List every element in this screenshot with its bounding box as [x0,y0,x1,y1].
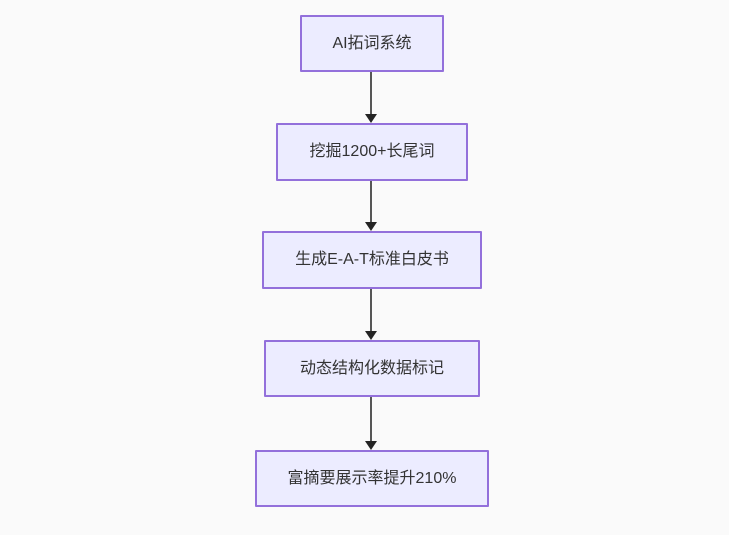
node-label: 富摘要展示率提升210% [287,469,457,487]
arrow-head-icon [365,441,377,450]
arrow-head-icon [365,331,377,340]
arrow-line [370,289,372,332]
node-label: 挖掘1200+长尾词 [309,143,435,161]
flow-arrow-3 [365,289,377,340]
flow-arrow-4 [365,397,377,450]
flow-arrow-2 [365,181,377,231]
flow-node-ai-keyword-system: AI拓词系统 [300,15,444,72]
flow-node-eat-whitepaper: 生成E-A-T标准白皮书 [262,231,482,289]
node-label: AI拓词系统 [332,34,412,52]
arrow-head-icon [365,114,377,123]
arrow-line [370,397,372,442]
arrow-line [370,181,372,223]
arrow-line [370,72,372,115]
arrow-head-icon [365,222,377,231]
flow-node-structured-data-markup: 动态结构化数据标记 [264,340,480,397]
flow-node-longtail-mining: 挖掘1200+长尾词 [276,123,468,181]
flow-node-rich-snippet-result: 富摘要展示率提升210% [255,450,489,507]
flow-arrow-1 [365,72,377,123]
node-label: 生成E-A-T标准白皮书 [295,251,449,269]
node-label: 动态结构化数据标记 [299,359,444,377]
